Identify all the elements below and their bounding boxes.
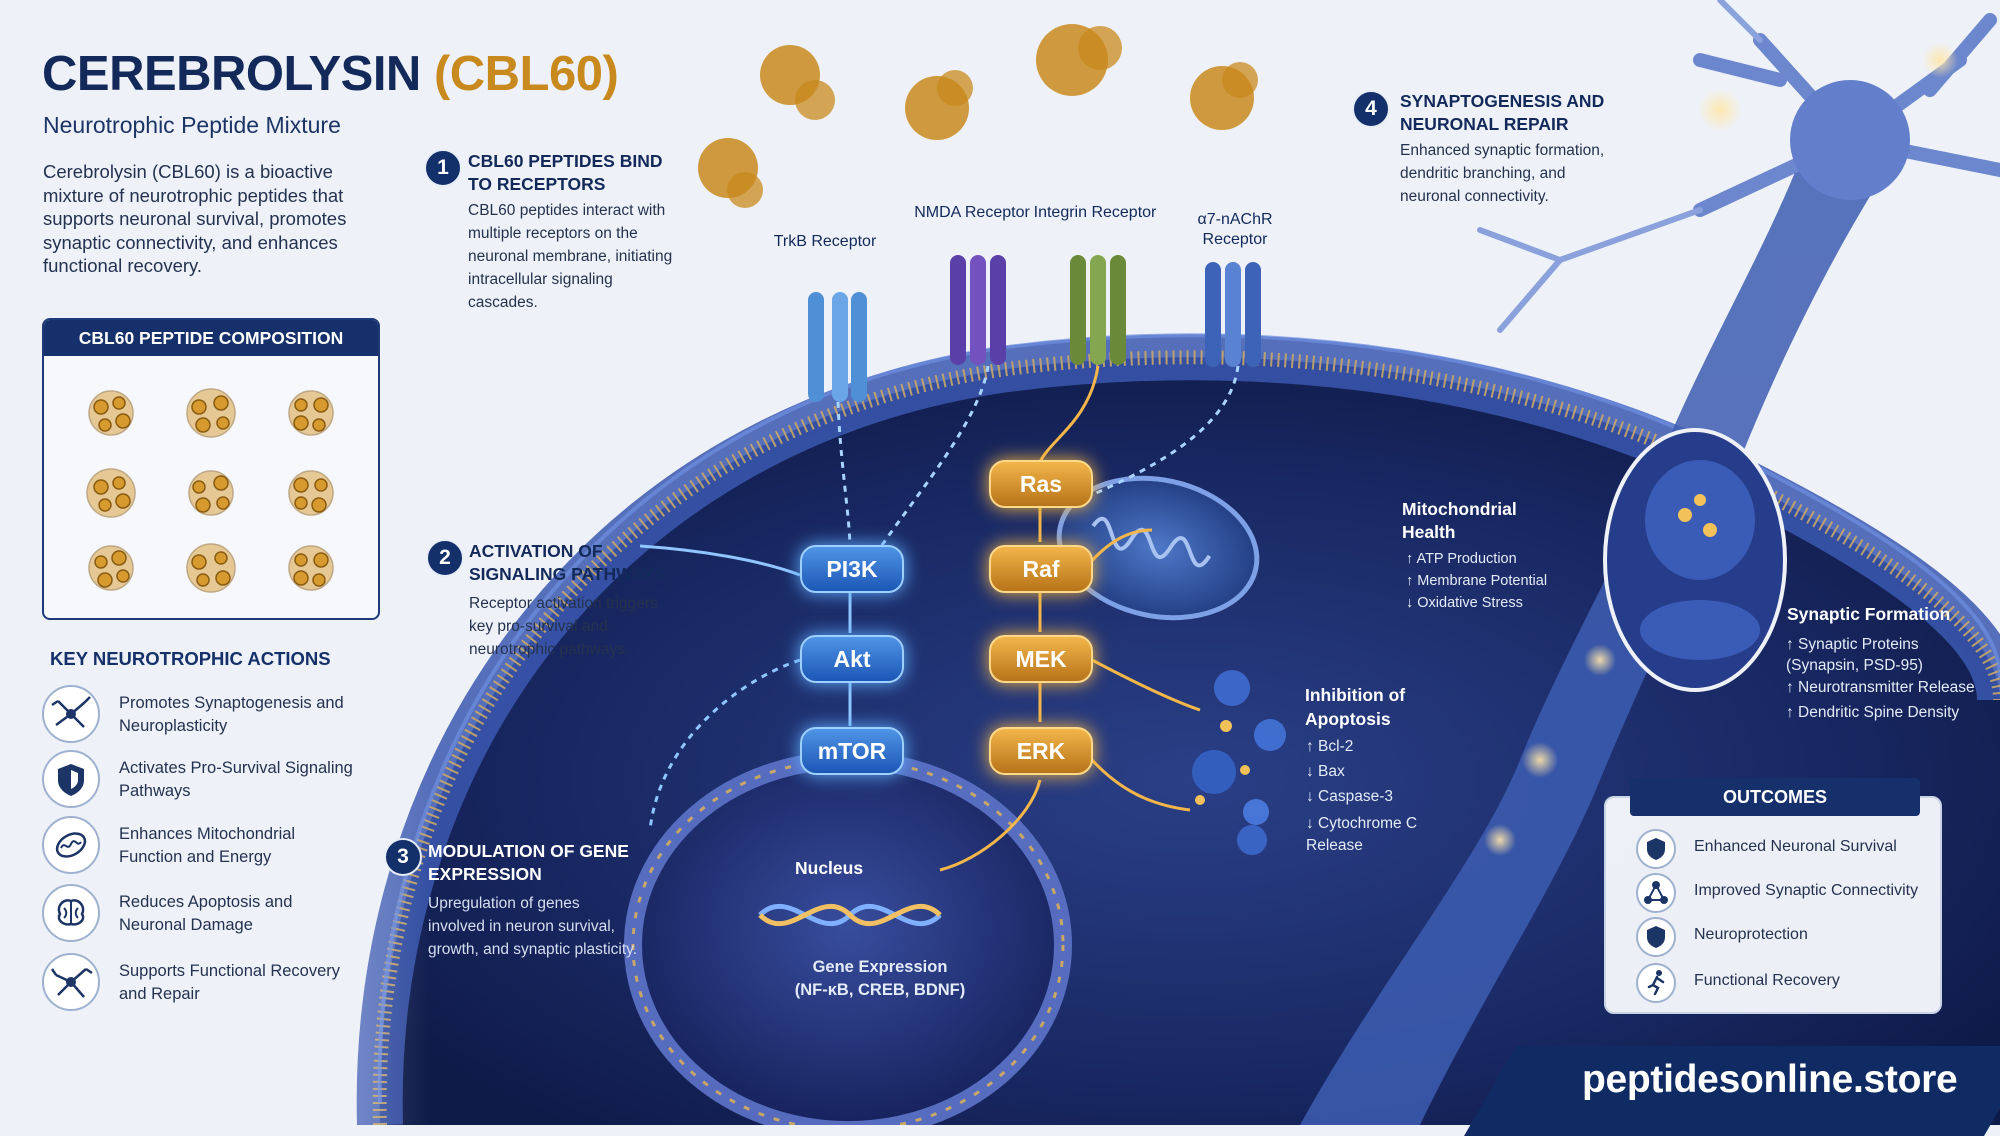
node-pi3k: PI3K (800, 545, 904, 593)
neuron-repair-icon (42, 953, 100, 1011)
receptor-label-trkb: TrkB Receptor (773, 233, 877, 250)
apoptosis-title: Inhibition of Apoptosis (1305, 685, 1406, 729)
shield-icon (42, 750, 100, 808)
step-3-number: 3 (384, 838, 422, 876)
mito-item: ↓ Oxidative Stress (1406, 595, 1523, 611)
key-action-item: Reduces Apoptosis and Neuronal Damage (42, 884, 362, 942)
key-action-item: Activates Pro-Survival Signaling Pathway… (42, 750, 362, 808)
outcomes-title: OUTCOMES (1630, 778, 1920, 816)
node-mek: MEK (989, 635, 1093, 683)
step-2-body: Receptor activation triggers key pro-sur… (469, 595, 658, 658)
outcomes-panel: OUTCOMES Enhanced Neuronal Survival Impr… (1604, 778, 1942, 1014)
outcome-item: Enhanced Neuronal Survival (1636, 829, 1936, 869)
synaptic-title: Synaptic Formation (1787, 604, 1951, 624)
intro-text: Cerebrolysin (CBL60) is a bioactive mixt… (43, 161, 347, 276)
mitochondria-title: Mitochondrial Health (1402, 499, 1517, 542)
synaptic-item: ↑ Synaptic Proteins (Synapsin, PSD-95) (1786, 636, 1923, 674)
node-erk: ERK (989, 727, 1093, 775)
mitochondria-icon (42, 816, 100, 874)
page-subtitle: Neurotrophic Peptide Mixture (43, 112, 341, 138)
mito-item: ↑ ATP Production (1406, 551, 1517, 567)
synaptic-item: ↑ Dendritic Spine Density (1786, 704, 1960, 721)
composition-title: CBL60 PEPTIDE COMPOSITION (44, 320, 378, 356)
network-icon (1636, 873, 1676, 913)
step-1-number: 1 (424, 149, 462, 187)
key-actions-title: KEY NEUROTROPHIC ACTIONS (50, 648, 331, 669)
apoptosis-item: ↓ Bax (1306, 763, 1345, 780)
step-3-body: Upregulation of genes involved in neuron… (428, 895, 638, 958)
step-1-body: CBL60 peptides interact with multiple re… (468, 202, 673, 311)
node-raf: Raf (989, 545, 1093, 593)
synaptic-item: ↑ Neurotransmitter Release (1786, 679, 1975, 696)
step-1-title: CBL60 PEPTIDES BIND TO RECEPTORS (468, 151, 663, 194)
running-person-icon (1636, 963, 1676, 1003)
gene-list: (NF-κB, CREB, BDNF) (794, 981, 966, 999)
gene-expression-label: Gene Expression (812, 958, 948, 976)
outcome-item: Functional Recovery (1636, 963, 1936, 1003)
peptide-molecules-icon (86, 388, 334, 593)
apoptosis-item: ↓ Cytochrome C Release (1306, 815, 1418, 854)
node-mtor: mTOR (800, 727, 904, 775)
receptor-label-integrin: Integrin Receptor (1033, 204, 1157, 221)
receptor-label-nmda: NMDA Receptor (914, 204, 1030, 221)
website-url[interactable]: peptidesonline.store (1582, 1058, 1958, 1101)
page-title: CEREBROLYSIN (CBL60) (42, 47, 619, 101)
apoptosis-item: ↑ Bcl-2 (1306, 738, 1354, 755)
step-4-number: 4 (1352, 90, 1390, 128)
brain-icon (42, 884, 100, 942)
outcome-item: Improved Synaptic Connectivity (1636, 873, 1936, 913)
receptor-label-a7nachr: α7-nAChR Receptor (1197, 211, 1273, 248)
shield-icon (1636, 917, 1676, 957)
step-3-title: MODULATION OF GENE EXPRESSION (428, 841, 629, 884)
composition-panel: CBL60 PEPTIDE COMPOSITION (42, 318, 380, 620)
node-akt: Akt (800, 635, 904, 683)
step-2-title: ACTIVATION OF SIGNALING PATHWAYS (469, 541, 667, 584)
outcome-item: Neuroprotection (1636, 917, 1936, 957)
key-action-item: Supports Functional Recovery and Repair (42, 953, 362, 1011)
step-2-number: 2 (426, 539, 464, 577)
shield-icon (1636, 829, 1676, 869)
apoptosis-item: ↓ Caspase-3 (1306, 788, 1394, 805)
mito-item: ↑ Membrane Potential (1406, 573, 1548, 589)
node-ras: Ras (989, 460, 1093, 508)
neuron-icon (42, 685, 100, 743)
nucleus-label: Nucleus (795, 858, 864, 878)
key-action-item: Promotes Synaptogenesis and Neuroplastic… (42, 685, 362, 743)
key-action-item: Enhances Mitochondrial Function and Ener… (42, 816, 362, 874)
step-4-body: Enhanced synaptic formation, dendritic b… (1400, 142, 1605, 205)
step-4-title: SYNAPTOGENESIS AND NEURONAL REPAIR (1400, 91, 1605, 134)
